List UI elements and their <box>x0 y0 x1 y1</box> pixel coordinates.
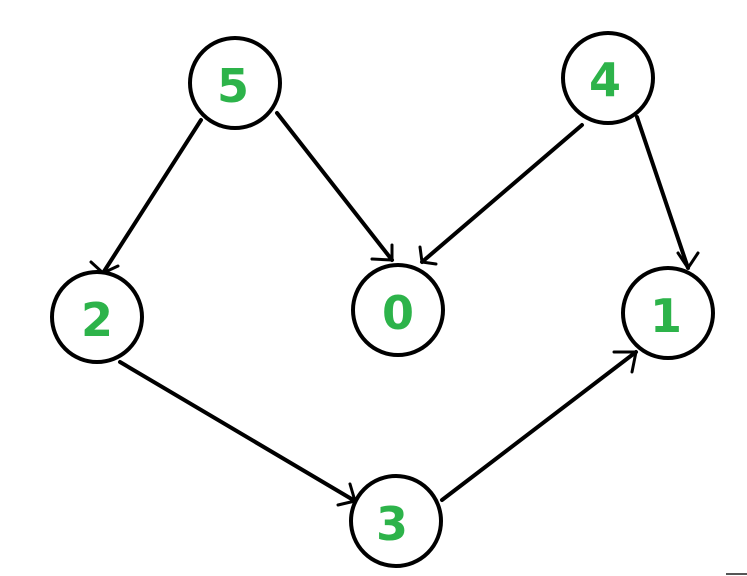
edges <box>89 111 700 507</box>
edge-4-to-1 <box>635 115 700 270</box>
edge-2-to-3 <box>118 360 357 507</box>
node-2-circle <box>50 270 144 364</box>
node-5[interactable]: 5 <box>188 36 282 130</box>
node-0-circle <box>351 263 445 357</box>
node-3-label: 3 <box>376 497 408 551</box>
node-3-circle <box>349 474 443 568</box>
node-0[interactable]: 0 <box>351 263 445 357</box>
node-4-label: 4 <box>589 53 621 107</box>
node-1-label: 1 <box>650 289 682 343</box>
node-3[interactable]: 3 <box>349 474 443 568</box>
nodes: 5 4 2 0 1 3 <box>50 31 715 568</box>
node-2-label: 2 <box>81 293 113 347</box>
edge-5-to-0 <box>275 111 394 262</box>
node-4[interactable]: 4 <box>561 31 655 125</box>
node-0-label: 0 <box>382 286 414 340</box>
node-2[interactable]: 2 <box>50 270 144 364</box>
edge-4-to-0 <box>418 123 584 266</box>
edge-3-to-1 <box>440 350 638 502</box>
edge-5-to-2 <box>89 118 203 275</box>
node-1-circle <box>621 266 715 360</box>
node-5-circle <box>188 36 282 130</box>
node-5-label: 5 <box>217 59 249 113</box>
node-1[interactable]: 1 <box>621 266 715 360</box>
node-4-circle <box>561 31 655 125</box>
